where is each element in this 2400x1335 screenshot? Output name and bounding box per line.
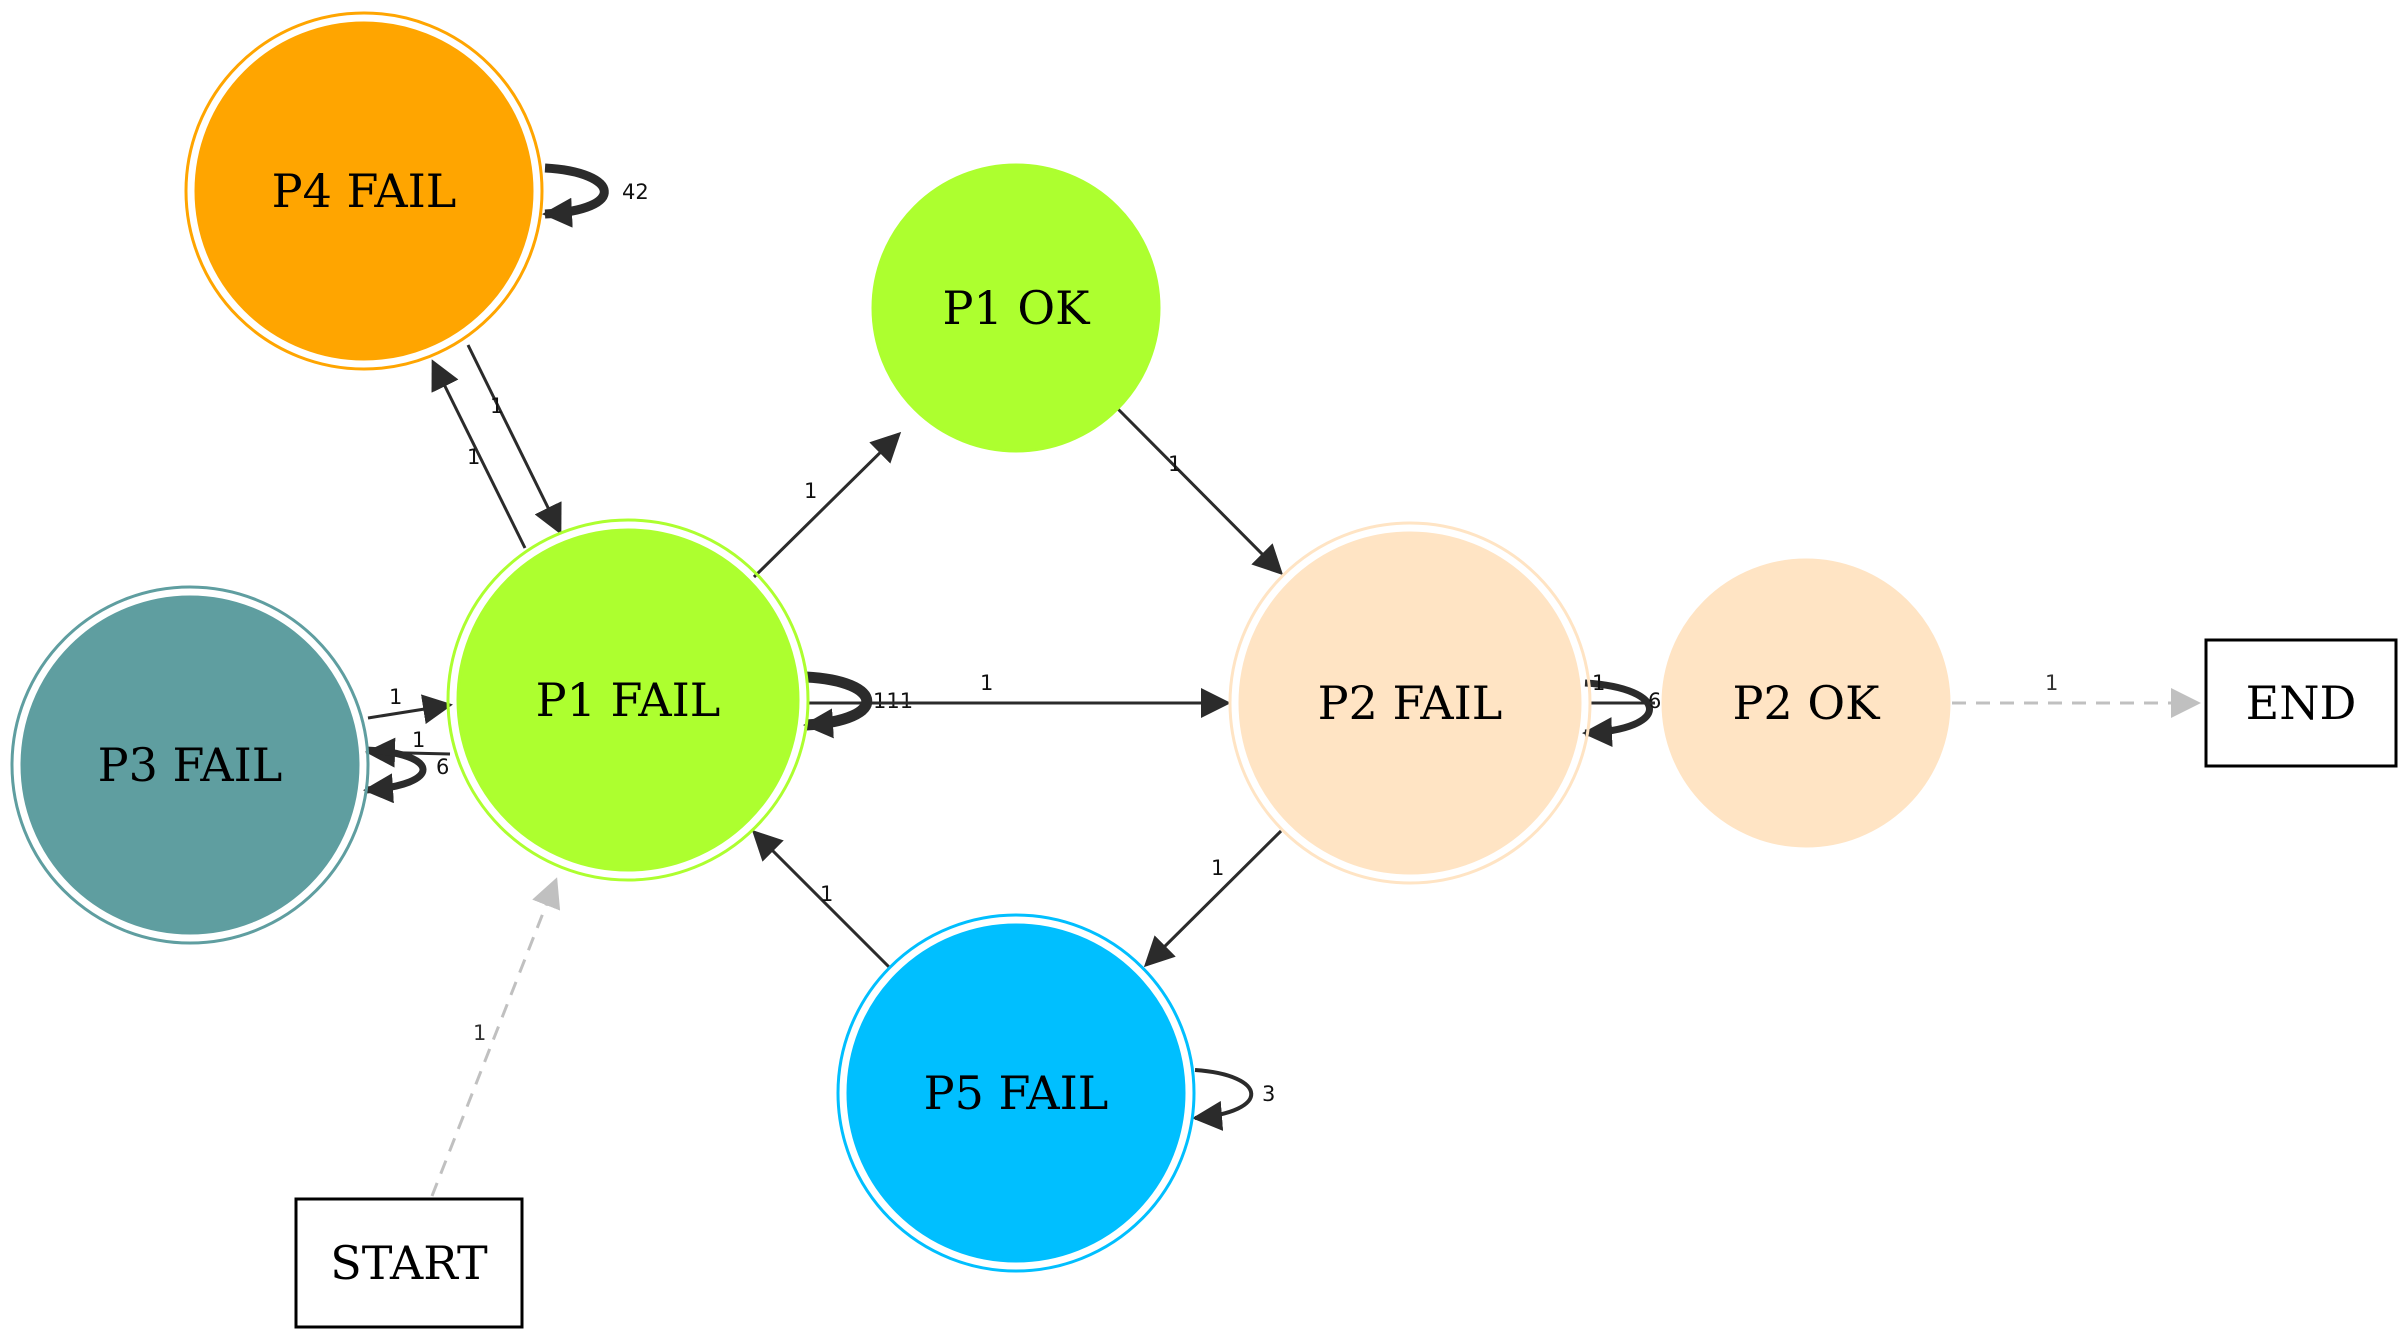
- edge-p3-fail-self: 6: [363, 746, 449, 804]
- node-label-p3-fail: P3 FAIL: [98, 738, 283, 792]
- node-p4-fail: P4 FAIL: [184, 11, 544, 371]
- node-p3-fail: P3 FAIL: [10, 585, 370, 945]
- edge-label-p1-to-p1ok: 1: [804, 479, 817, 503]
- nodes-layer: P4 FAIL P1 OK P3 FAIL P1 FAIL P2 FAIL: [10, 11, 2398, 1329]
- node-label-p4-fail: P4 FAIL: [272, 164, 457, 218]
- edge-label-p1-to-p3: 1: [412, 728, 425, 752]
- edge-start-to-p1-fail: 1: [430, 877, 561, 1197]
- node-end: END: [2204, 638, 2398, 768]
- edge-label-p5-self: 3: [1262, 1082, 1275, 1106]
- node-label-p1-fail: P1 FAIL: [536, 673, 721, 727]
- edge-label-p3-self: 6: [436, 755, 449, 779]
- edge-p2-fail-self: 6: [1582, 679, 1661, 748]
- edge-label-p2-self: 6: [1648, 689, 1661, 713]
- edge-p2-fail-to-p5-fail: 1: [1143, 829, 1283, 968]
- node-label-p2-ok: P2 OK: [1733, 676, 1882, 730]
- edge-label-p2-to-p2ok: 1: [1592, 671, 1605, 695]
- edge-p3-fail-to-p1-fail: 1: [367, 685, 453, 725]
- node-p2-ok: P2 OK: [1661, 558, 1951, 848]
- edge-p4-fail-to-p1-fail: 1: [466, 344, 562, 535]
- node-label-start: START: [330, 1236, 488, 1290]
- edge-p1-fail-to-p2-fail: 1: [808, 671, 1231, 718]
- edge-p1-fail-self: 111: [803, 671, 913, 739]
- edge-label-p1-to-p4: 1: [467, 445, 480, 469]
- node-label-p2-fail: P2 FAIL: [1318, 676, 1503, 730]
- node-label-p1-ok: P1 OK: [943, 281, 1092, 335]
- edge-p1-ok-to-p2-fail: 1: [1116, 407, 1284, 576]
- edge-label-start-to-p1: 1: [473, 1021, 486, 1045]
- node-p5-fail: P5 FAIL: [836, 913, 1196, 1273]
- edge-label-p2-to-p5: 1: [1211, 856, 1224, 880]
- node-start: START: [294, 1197, 524, 1329]
- node-p1-fail: P1 FAIL: [446, 518, 810, 882]
- edges-layer: 42 1 1 1 1 111 1: [363, 163, 2201, 1197]
- edge-label-p1ok-to-p2: 1: [1168, 452, 1181, 476]
- edge-p2-ok-to-end: 1: [1952, 671, 2201, 718]
- edge-label-p1-to-p2: 1: [980, 671, 993, 695]
- edge-label-p1-self: 111: [873, 689, 913, 713]
- edge-label-p4-to-p1: 1: [490, 394, 503, 418]
- edge-p1-fail-to-p4-fail: 1: [431, 359, 527, 549]
- edge-p1-fail-to-p1-ok: 1: [752, 431, 902, 579]
- edge-p2-fail-to-p2-ok: 1: [1590, 671, 1655, 705]
- edge-p5-fail-to-p1-fail: 1: [751, 829, 891, 969]
- node-label-end: END: [2246, 676, 2357, 730]
- edge-label-p2ok-to-end: 1: [2045, 671, 2058, 695]
- edge-label-p5-to-p1: 1: [820, 882, 833, 906]
- edge-label-p4-self: 42: [622, 180, 649, 204]
- node-p2-fail: P2 FAIL: [1228, 521, 1592, 885]
- edge-p5-fail-self: 3: [1192, 1068, 1275, 1131]
- edge-label-p3-to-p1: 1: [389, 685, 402, 709]
- edge-p4-fail-self: 42: [542, 163, 649, 228]
- node-label-p5-fail: P5 FAIL: [924, 1066, 1109, 1120]
- node-p1-ok: P1 OK: [871, 163, 1161, 453]
